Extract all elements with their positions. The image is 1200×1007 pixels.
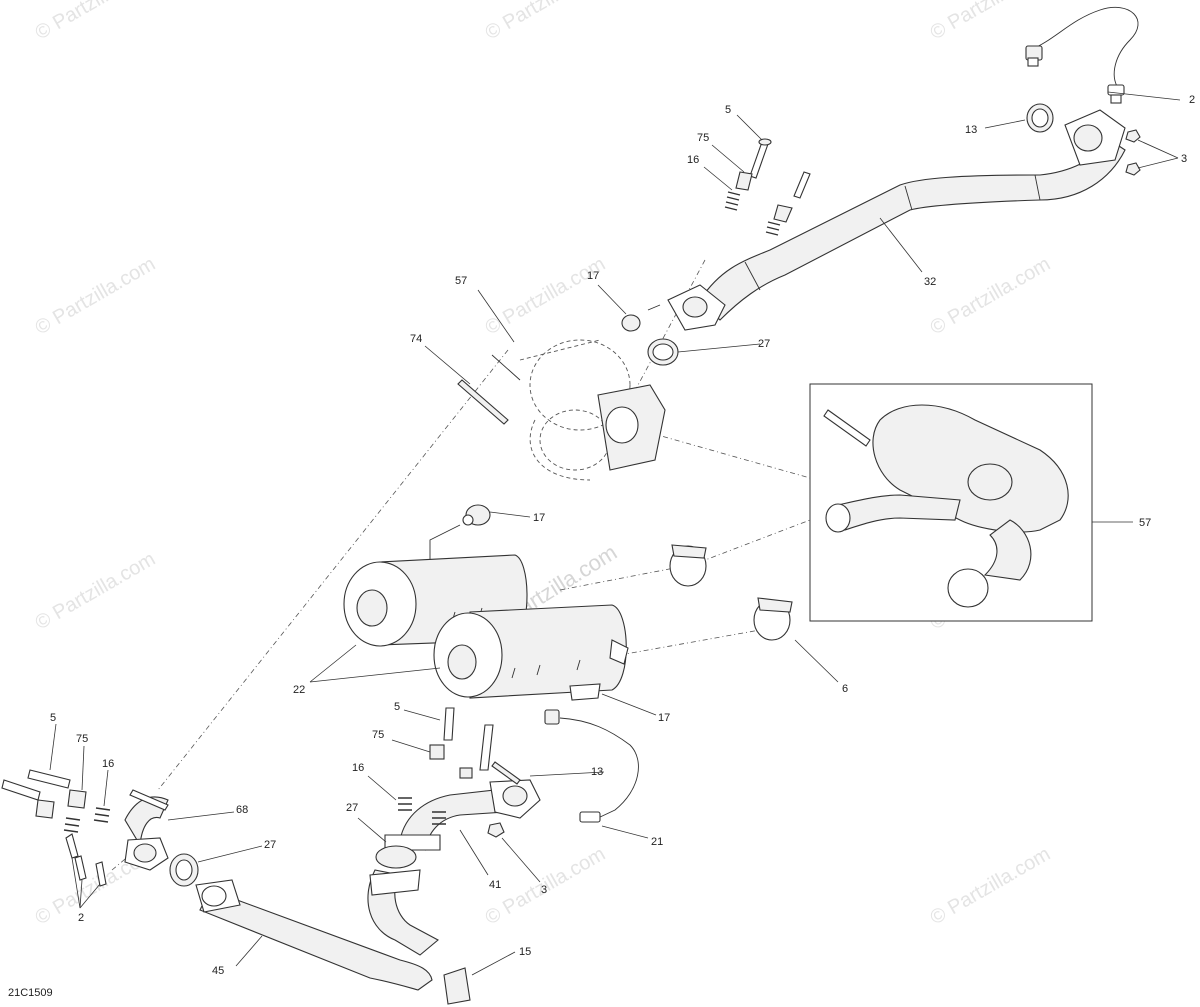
- callout-5: 5: [394, 701, 400, 713]
- oxygen-sensor-top: [1025, 6, 1139, 104]
- callout-3: 3: [541, 884, 547, 896]
- callout-labels: 2 3 13 5 75 16 32 17 27 57 74 57 17 22 6…: [8, 94, 1195, 999]
- clamp-upper: [669, 544, 707, 587]
- callout-16: 16: [352, 762, 364, 774]
- callout-2: 2: [78, 912, 84, 924]
- clamp-lower: [753, 597, 793, 641]
- ghost-muffler-assembly: [457, 339, 666, 481]
- callout-32: 32: [924, 276, 936, 288]
- header-pipe-top: [667, 103, 1141, 331]
- callout-27: 27: [264, 839, 276, 851]
- callout-57: 57: [1139, 517, 1151, 529]
- callout-15: 15: [519, 946, 531, 958]
- inset-muffler-box: [809, 383, 1093, 622]
- header-pipe-left: [124, 789, 169, 871]
- oxygen-sensor-bottom: [544, 709, 639, 823]
- callout-13: 13: [965, 124, 977, 136]
- watermark: © Partzilla.com: [482, 0, 610, 44]
- callout-75: 75: [372, 729, 384, 741]
- assembly-lines: [111, 259, 811, 871]
- callout-6: 6: [842, 683, 848, 695]
- callout-17: 17: [587, 270, 599, 282]
- callout-57: 57: [455, 275, 467, 287]
- callout-2: 2: [1189, 94, 1195, 106]
- watermark: © Partzilla.com: [927, 0, 1055, 44]
- callout-5: 5: [50, 712, 56, 724]
- leader-lines: [49, 91, 1181, 976]
- watermark: © Partzilla.com: [927, 843, 1055, 929]
- callout-3: 3: [1181, 153, 1187, 165]
- callout-22: 22: [293, 684, 305, 696]
- watermark: © Partzilla.com: [482, 253, 610, 339]
- callout-17: 17: [658, 712, 670, 724]
- bushing-mid: [462, 504, 491, 526]
- callout-16: 16: [102, 758, 114, 770]
- callout-17: 17: [533, 512, 545, 524]
- watermark: © Partzilla.com: [927, 253, 1055, 339]
- y-pipe-bottom: [169, 845, 471, 1005]
- callout-74: 74: [410, 333, 422, 345]
- callout-68: 68: [236, 804, 248, 816]
- watermark: © Partzilla.com: [32, 0, 160, 44]
- callout-45: 45: [212, 965, 224, 977]
- callout-75: 75: [76, 733, 88, 745]
- header-pipe-bottom: [384, 707, 541, 851]
- diagram-code: 21C1509: [8, 987, 53, 999]
- callout-75: 75: [697, 132, 709, 144]
- watermark: © Partzilla.com: [32, 548, 160, 634]
- callout-41: 41: [489, 879, 501, 891]
- callout-27: 27: [346, 802, 358, 814]
- watermark: © Partzilla.com: [32, 253, 160, 339]
- muffler-lower: [433, 604, 629, 701]
- callout-13: 13: [591, 766, 603, 778]
- left-fasteners: [1, 769, 111, 887]
- callout-5: 5: [725, 104, 731, 116]
- top-fasteners: [621, 138, 811, 366]
- callout-16: 16: [687, 154, 699, 166]
- callout-27: 27: [758, 338, 770, 350]
- callout-21: 21: [651, 836, 663, 848]
